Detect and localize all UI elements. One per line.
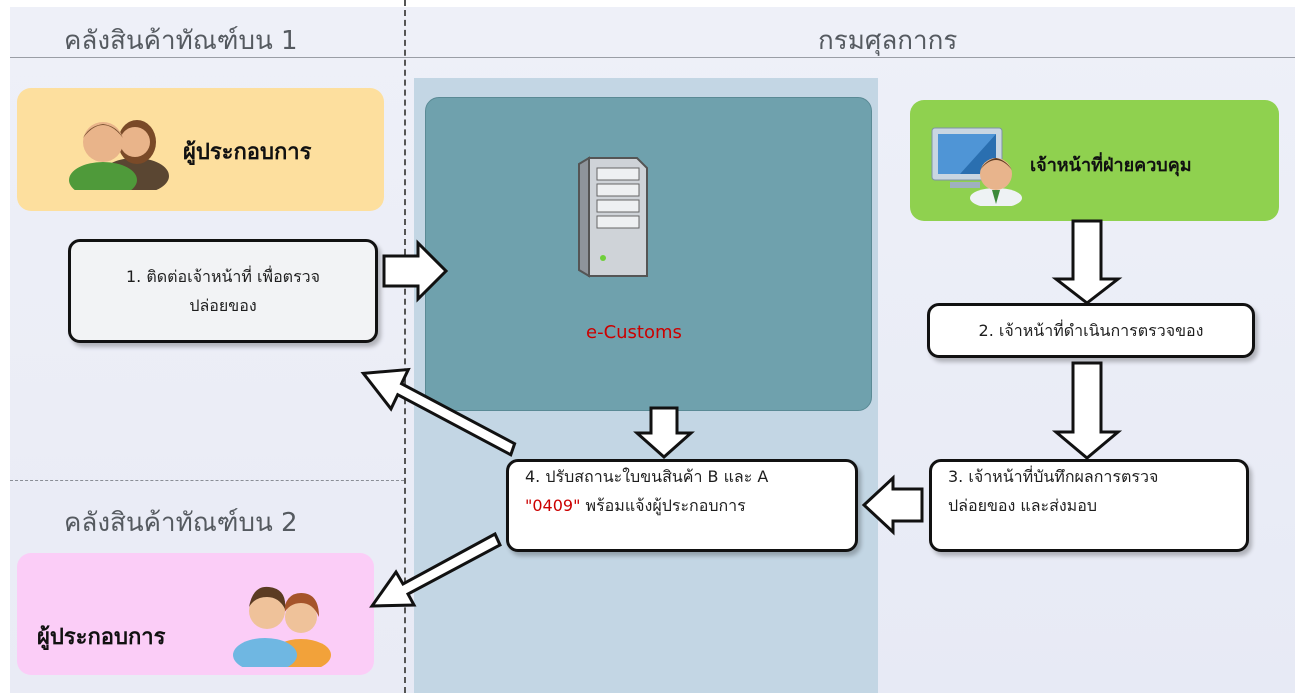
- status-code: "0409": [525, 496, 581, 515]
- step4-line1: 4. ปรับสถานะใบขนสินค้า B และ A: [525, 467, 769, 486]
- people-icon: [69, 120, 169, 190]
- step4-line2: "0409" พร้อมแจ้งผู้ประกอบการ: [525, 491, 746, 520]
- arrow-officer-to-step2: [1051, 219, 1123, 305]
- step3-box: 3. เจ้าหน้าที่บันทึกผลการตรวจ ปล่อยของ แ…: [929, 459, 1249, 552]
- step2-text: 2. เจ้าหน้าที่ดำเนินการตรวจของ: [978, 321, 1204, 340]
- arrow-step1-to-ecustoms: [382, 239, 449, 303]
- people-icon-bottom: [233, 586, 331, 667]
- arrow-step2-to-step3: [1051, 361, 1123, 460]
- operator-card-bottom: ผู้ประกอบการ: [17, 553, 374, 675]
- warehouse1-header: คลังสินค้าทัณฑ์บน 1: [64, 26, 298, 56]
- ecustoms-panel: e-Customs: [425, 97, 872, 411]
- customs-header: กรมศุลกากร: [818, 26, 958, 56]
- operator-bottom-label: ผู้ประกอบการ: [37, 625, 166, 650]
- step2-box: 2. เจ้าหน้าที่ดำเนินการตรวจของ: [927, 303, 1255, 358]
- arrow-ecustoms-to-step4: [633, 406, 695, 460]
- step1-line1: 1. ติดต่อเจ้าหน้าที่ เพื่อตรวจ: [125, 267, 321, 286]
- server-icon: [578, 156, 648, 278]
- warehouse-divider: [10, 480, 404, 481]
- step4-box: 4. ปรับสถานะใบขนสินค้า B และ A "0409" พร…: [506, 459, 858, 552]
- ecustoms-label: e-Customs: [586, 322, 682, 343]
- step1-box: 1. ติดต่อเจ้าหน้าที่ เพื่อตรวจ ปล่อยของ: [68, 239, 378, 343]
- step1-line2: ปล่อยของ: [189, 296, 257, 315]
- arrow-step4-to-operator2: [369, 531, 502, 608]
- officer-label: เจ้าหน้าที่ฝ่ายควบคุม: [1030, 155, 1192, 176]
- officer-card: เจ้าหน้าที่ฝ่ายควบคุม: [910, 100, 1279, 221]
- operator-card-top: ผู้ประกอบการ: [17, 88, 384, 211]
- step3-line1: 3. เจ้าหน้าที่บันทึกผลการตรวจ: [948, 467, 1159, 486]
- warehouse2-header: คลังสินค้าทัณฑ์บน 2: [64, 508, 298, 538]
- arrow-step3-to-step4: [861, 474, 924, 536]
- step4-line2-text: พร้อมแจ้งผู้ประกอบการ: [580, 496, 746, 515]
- officer-computer-icon: [931, 127, 1022, 206]
- arrow-step4-to-step1: [360, 367, 517, 457]
- operator-top-label: ผู้ประกอบการ: [183, 140, 312, 165]
- zone-separator: [404, 0, 406, 693]
- header-divider: [10, 57, 1295, 58]
- step3-line2: ปล่อยของ และส่งมอบ: [948, 496, 1097, 515]
